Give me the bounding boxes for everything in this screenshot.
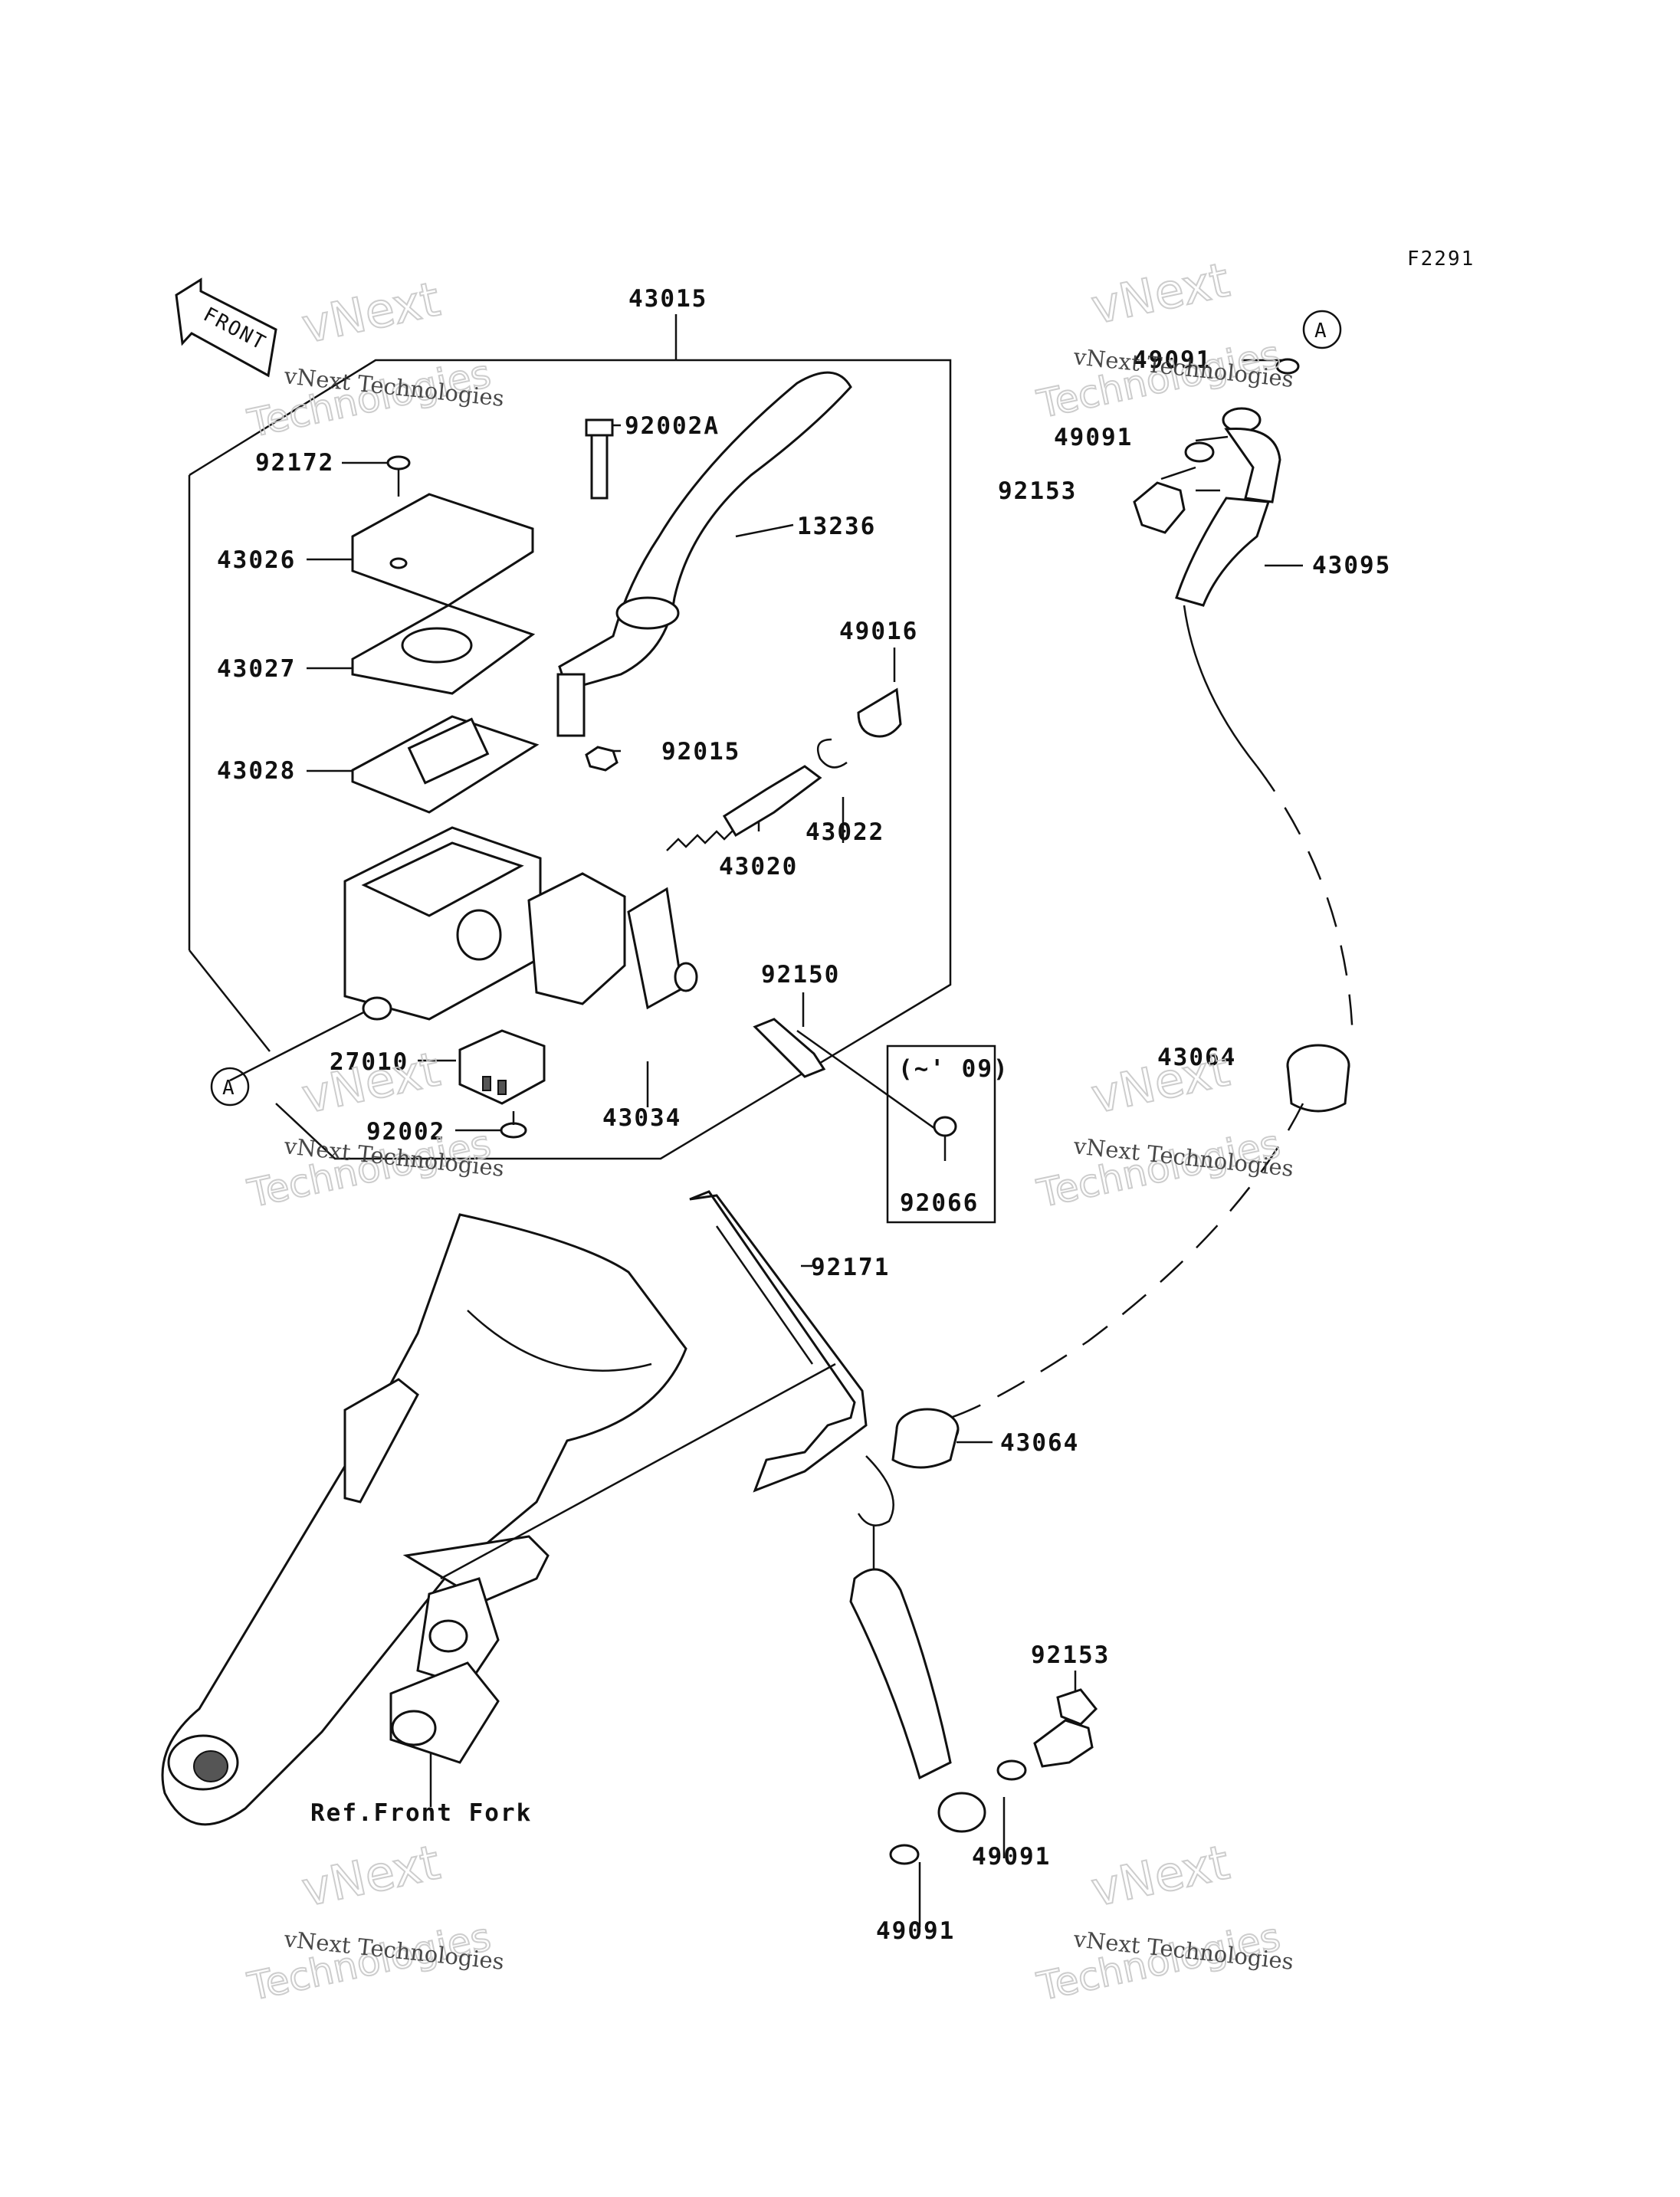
screw-92172 (386, 455, 411, 497)
banjo-bolt-lower (1033, 1688, 1098, 1768)
watermark-2: vNext Technologies vNext Technologies (1032, 251, 1294, 428)
note-box: (~' 09) (886, 1044, 1009, 1224)
bolt-92150 (753, 1018, 826, 1078)
svg-text:vNext: vNext (1087, 1834, 1234, 1917)
pivot-bolt-92002A (585, 418, 614, 500)
label-92171: 92171 (811, 1254, 890, 1281)
grommet-lower (891, 1408, 960, 1469)
label-27010: 27010 (330, 1048, 409, 1076)
bracket-92171 (689, 1190, 894, 1526)
svg-text:vNext: vNext (1087, 251, 1234, 335)
svg-text:vNext: vNext (297, 1834, 445, 1917)
label-43020: 43020 (719, 853, 798, 880)
label-92066: 92066 (900, 1189, 979, 1217)
label-92002: 92002 (366, 1118, 445, 1146)
lower-hose (849, 1525, 1027, 1865)
hose-between-grommets (950, 1103, 1304, 1419)
piston-43020 (722, 765, 822, 838)
svg-text:A: A (222, 1077, 236, 1100)
label-49016: 49016 (839, 618, 918, 645)
watermark-5: vNext Technologies vNext Technologies (243, 1833, 505, 2010)
label-43027: 43027 (217, 655, 296, 683)
front-arrow-icon: FRONT (175, 277, 277, 378)
label-43095: 43095 (1312, 552, 1391, 579)
dust-boot-49016 (857, 687, 902, 738)
assembly-outline (188, 314, 952, 1160)
label-92172: 92172 (255, 449, 334, 477)
piston-spring (666, 827, 737, 851)
upper-hose-fittings (1133, 358, 1300, 607)
callout-a-right: A (1302, 310, 1342, 349)
label-43028: 43028 (217, 757, 296, 785)
grommet-upper (1286, 1044, 1350, 1113)
clamp-43034 (627, 887, 698, 1010)
label-43026: 43026 (217, 546, 296, 574)
label-92002A: 92002A (625, 412, 720, 440)
label-92015: 92015 (661, 738, 740, 766)
reservoir-cap (351, 493, 534, 607)
label-43015: 43015 (628, 285, 707, 313)
front-fork (161, 1213, 836, 1826)
brake-switch-27010 (458, 1029, 546, 1105)
label-43064-upper: 43064 (1157, 1044, 1236, 1071)
screw-92002 (500, 1111, 527, 1139)
svg-text:vNext: vNext (297, 1041, 445, 1124)
label-92153-upper: 92153 (998, 477, 1077, 505)
callout-a-left: A (210, 1067, 250, 1107)
figure-code: F2291 (1407, 248, 1475, 271)
watermark-4: vNext Technologies vNext Technologies (1032, 1040, 1294, 1217)
label-43034: 43034 (602, 1104, 681, 1132)
diaphragm-plate (351, 715, 540, 814)
brake-hose-43095 (1183, 605, 1354, 1043)
nut-92015 (585, 746, 619, 772)
part-labels: 43015 92002A 92172 13236 43026 43027 490… (217, 285, 1391, 1945)
brake-lever (556, 371, 852, 737)
label-92150: 92150 (761, 961, 840, 989)
svg-text:vNext: vNext (297, 271, 445, 354)
label-49091-lower-left: 49091 (876, 1917, 955, 1945)
ref-front-fork-label: Ref.Front Fork (310, 1799, 532, 1827)
label-49091-lower-right: 49091 (972, 1843, 1051, 1871)
label-49091-top: 49091 (1133, 346, 1212, 374)
note-box-label: (~' 09) (898, 1055, 1009, 1083)
watermark-6: vNext Technologies vNext Technologies (1032, 1833, 1294, 2010)
svg-text:vNext: vNext (1087, 1041, 1234, 1124)
watermark-1: vNext Technologies vNext Technologies (243, 270, 505, 447)
svg-text:A: A (1314, 320, 1328, 343)
label-13236: 13236 (797, 513, 876, 540)
label-43022: 43022 (806, 818, 884, 846)
label-43064-lower: 43064 (1000, 1429, 1079, 1457)
circlip-43022 (816, 738, 848, 769)
diaphragm (351, 604, 536, 695)
label-92153-lower: 92153 (1031, 1641, 1110, 1669)
master-cylinder-body (343, 826, 626, 1021)
label-49091-upper: 49091 (1054, 424, 1133, 451)
